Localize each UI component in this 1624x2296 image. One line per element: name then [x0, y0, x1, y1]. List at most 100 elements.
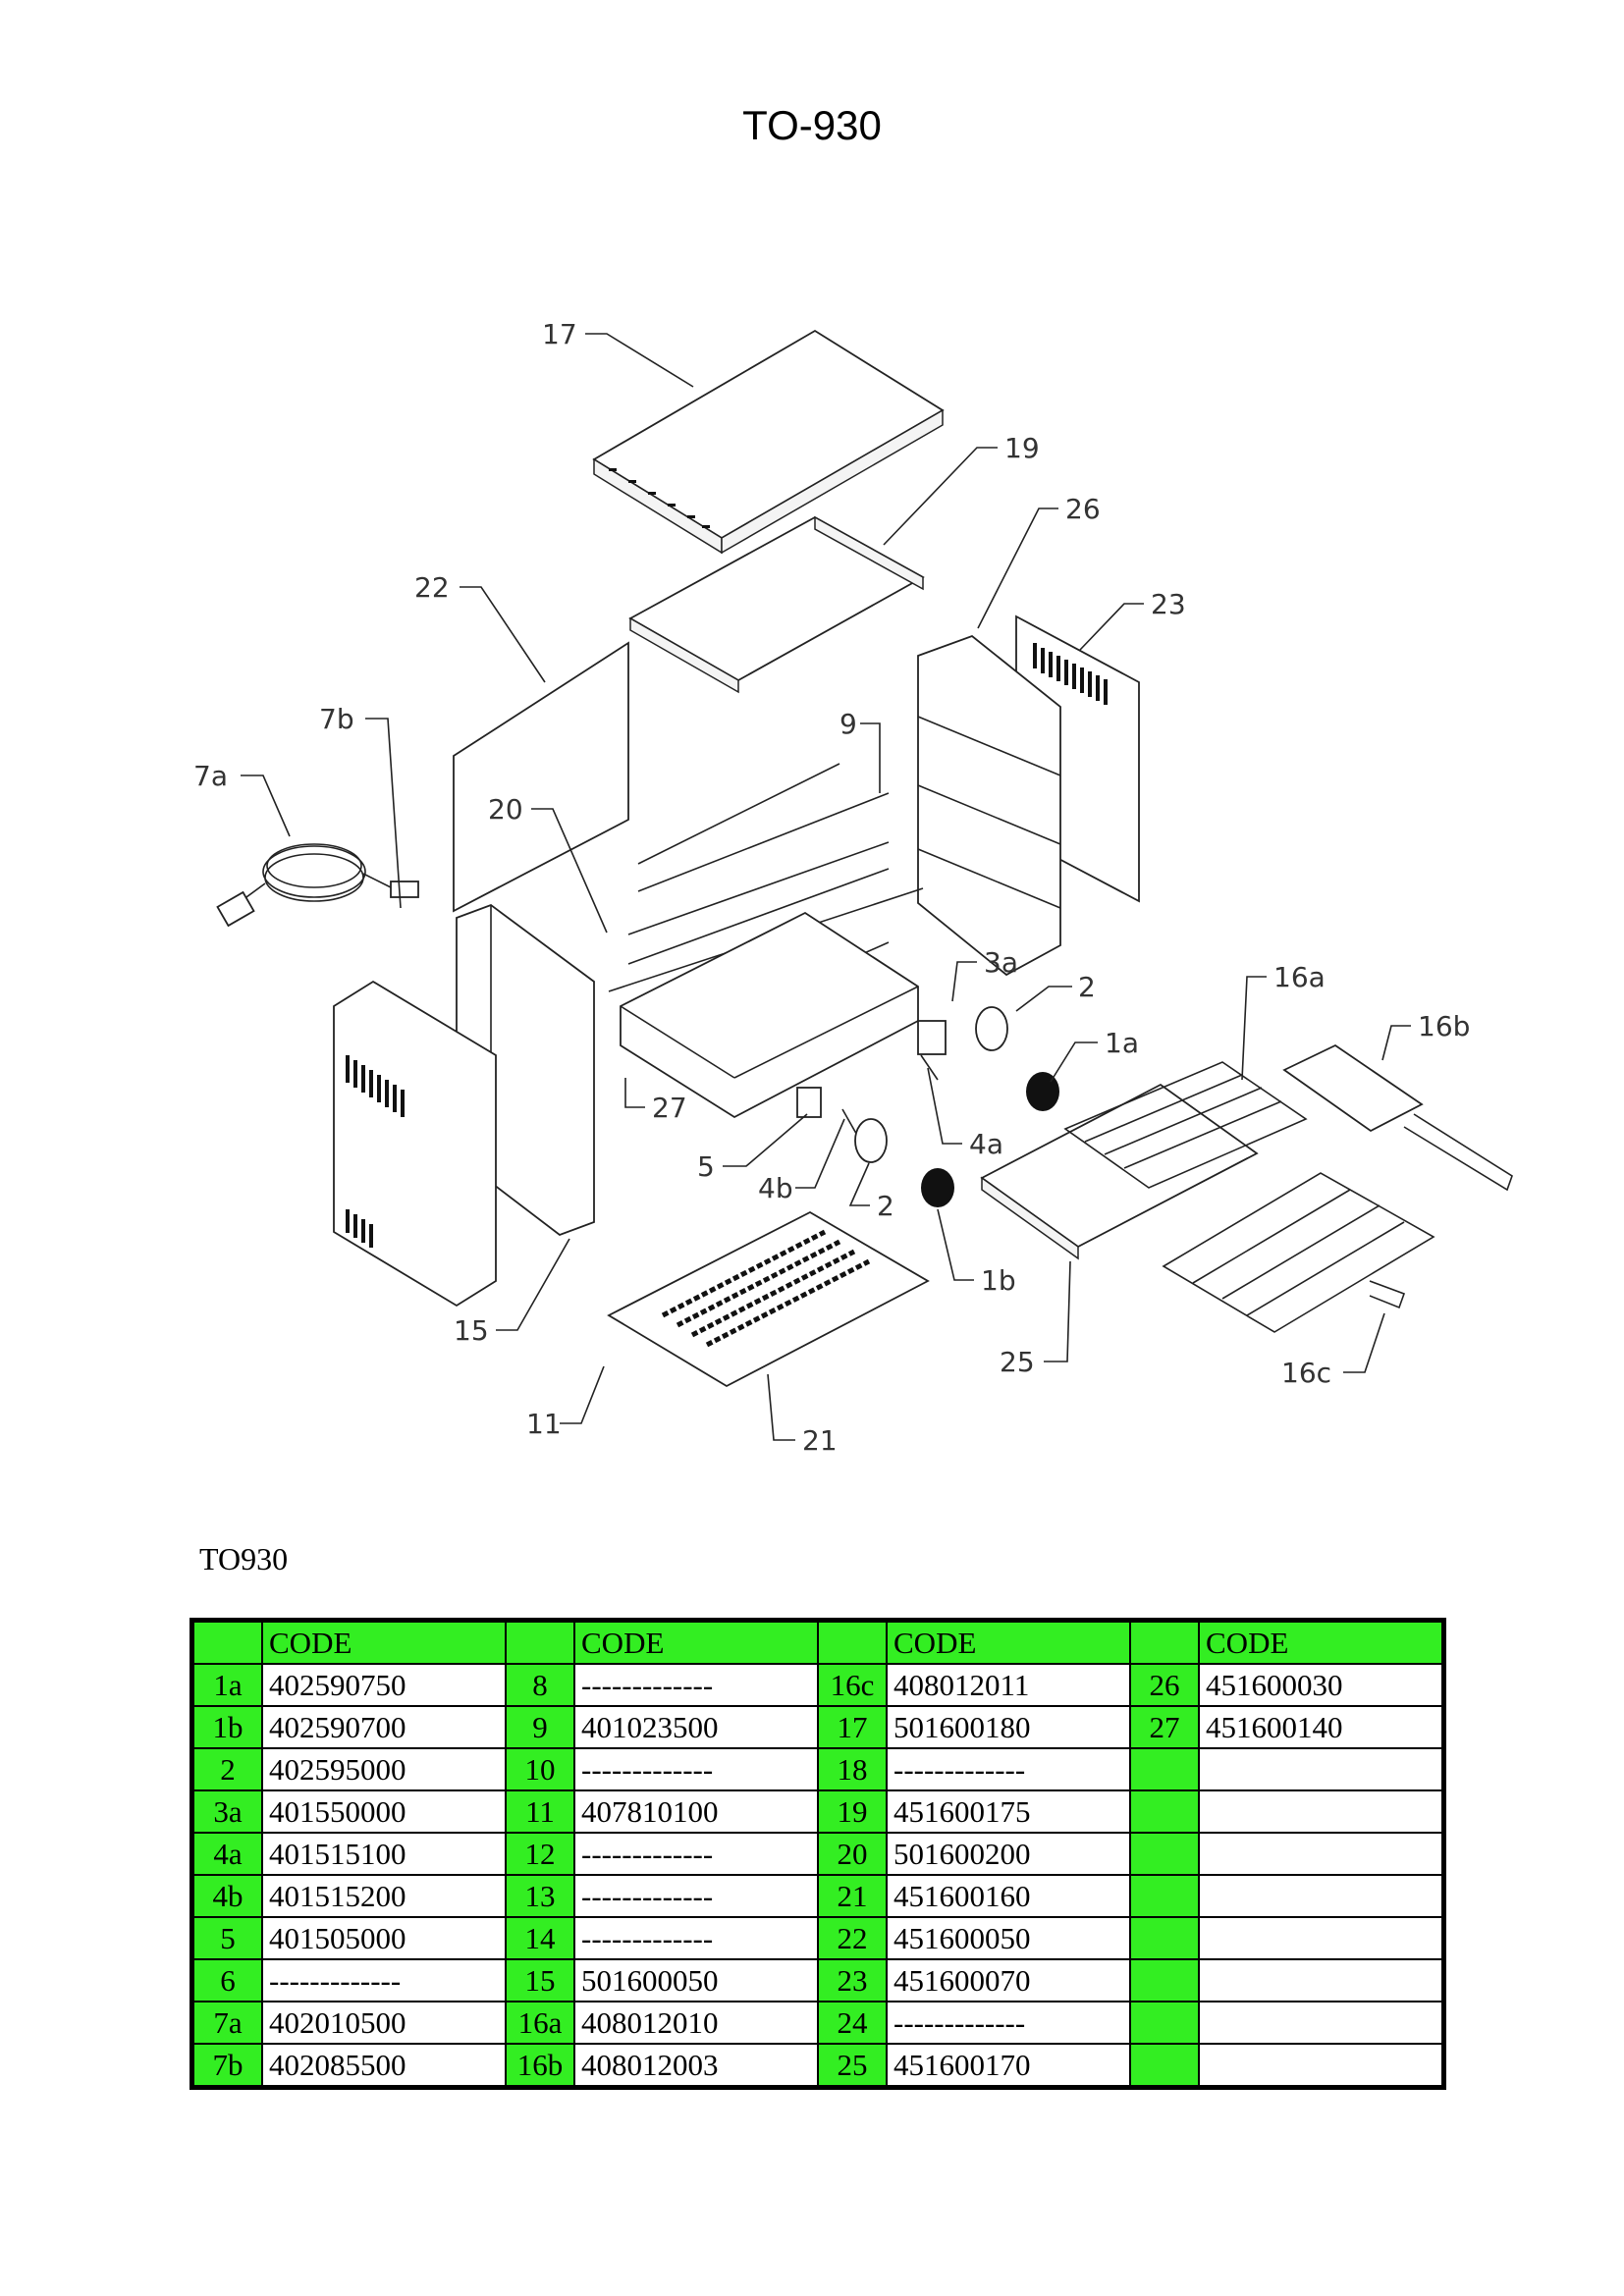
part-number-cell [1129, 1832, 1200, 1876]
part-code-cell: 408012011 [886, 1663, 1131, 1707]
part-code-cell: 408012010 [573, 2001, 819, 2045]
callout-3a: 3a [984, 946, 1018, 979]
part-number-cell: 17 [817, 1705, 888, 1749]
callout-2-lower: 2 [877, 1190, 894, 1222]
callout-22: 22 [414, 571, 450, 604]
part-code-cell [1198, 1789, 1445, 1834]
part-code-cell: 407810100 [573, 1789, 819, 1834]
part-code-cell [1198, 2001, 1445, 2045]
part-number-cell: 9 [505, 1705, 575, 1749]
part-left-side-panel [333, 980, 497, 1308]
part-number-cell: 11 [505, 1789, 575, 1834]
part-number-cell [1129, 1747, 1200, 1791]
part-number-cell: 24 [817, 2001, 888, 2045]
callout-27: 27 [652, 1092, 687, 1124]
part-number-cell [1129, 1916, 1200, 1960]
part-number-cell: 16b [505, 2043, 575, 2089]
part-code-cell: ------------- [573, 1916, 819, 1960]
header-num-cell [817, 1619, 888, 1665]
header-code-cell: CODE [261, 1619, 507, 1665]
part-grill-16c [1162, 1172, 1435, 1333]
part-code-cell: 501600200 [886, 1832, 1131, 1876]
part-number-cell: 12 [505, 1832, 575, 1876]
part-power-cord [216, 843, 419, 928]
part-number-cell: 4b [190, 1874, 263, 1918]
part-code-cell: 402010500 [261, 2001, 507, 2045]
callout-15: 15 [454, 1314, 489, 1347]
part-number-cell: 18 [817, 1747, 888, 1791]
part-code-cell: 451600050 [886, 1916, 1131, 1960]
part-code-cell: 401023500 [573, 1705, 819, 1749]
part-code-cell: 401505000 [261, 1916, 507, 1960]
callout-16c: 16c [1281, 1357, 1331, 1389]
part-code-cell: 402595000 [261, 1747, 507, 1791]
part-switch-parts [796, 1020, 947, 1140]
part-oven-tray [980, 1083, 1259, 1260]
part-top-cover [592, 329, 945, 555]
part-code-cell: ------------- [573, 1832, 819, 1876]
part-number-cell: 8 [505, 1663, 575, 1707]
part-code-cell: 451600160 [886, 1874, 1131, 1918]
callout-20: 20 [488, 793, 523, 826]
callout-1a: 1a [1105, 1027, 1139, 1059]
part-code-cell: 451600170 [886, 2043, 1131, 2089]
part-code-cell: ------------- [573, 1747, 819, 1791]
callout-9: 9 [839, 708, 857, 740]
part-number-cell: 14 [505, 1916, 575, 1960]
callout-26: 26 [1065, 493, 1101, 525]
part-bottom-plate [607, 1210, 930, 1388]
header-code-cell: CODE [573, 1619, 819, 1665]
callout-7a: 7a [193, 760, 228, 792]
callout-7b: 7b [319, 703, 354, 735]
part-element-frame [620, 911, 919, 1119]
part-code-cell: 451600030 [1198, 1663, 1445, 1707]
part-code-cell: 401515100 [261, 1832, 507, 1876]
callout-1b: 1b [981, 1264, 1016, 1297]
part-number-cell: 1b [190, 1705, 263, 1749]
callout-4b: 4b [758, 1172, 793, 1204]
part-code-cell: 401550000 [261, 1789, 507, 1834]
part-grill-16b [1282, 1043, 1513, 1192]
callout-23: 23 [1151, 588, 1186, 620]
part-number-cell: 7b [190, 2043, 263, 2089]
callout-labels: 17 19 26 23 22 9 7b 7a 20 3a 2 16a 16b 1… [193, 318, 1470, 1457]
callout-25: 25 [1000, 1346, 1035, 1378]
part-number-cell: 27 [1129, 1705, 1200, 1749]
exploded-view-diagram: 17 19 26 23 22 9 7b 7a 20 3a 2 16a 16b 1… [193, 318, 1513, 1457]
part-number-cell: 6 [190, 1958, 263, 2002]
callout-leader-lines [241, 333, 1411, 1441]
part-number-cell: 5 [190, 1916, 263, 1960]
part-code-cell: 408012003 [573, 2043, 819, 2089]
part-number-cell [1129, 2043, 1200, 2089]
part-number-cell: 13 [505, 1874, 575, 1918]
part-code-cell [1198, 1916, 1445, 1960]
part-number-cell: 21 [817, 1874, 888, 1918]
part-number-cell: 16a [505, 2001, 575, 2045]
part-number-cell [1129, 1958, 1200, 2002]
part-code-cell: 401515200 [261, 1874, 507, 1918]
part-code-cell: ------------- [573, 1874, 819, 1918]
part-number-cell: 20 [817, 1832, 888, 1876]
page-title: TO-930 [742, 102, 882, 148]
part-number-cell: 1a [190, 1663, 263, 1707]
callout-17: 17 [542, 318, 577, 350]
part-number-cell: 3a [190, 1789, 263, 1834]
part-code-cell: ------------- [886, 1747, 1131, 1791]
callout-19: 19 [1004, 432, 1040, 464]
callout-5: 5 [697, 1150, 715, 1183]
header-code-cell: CODE [1198, 1619, 1445, 1665]
table-caption: TO930 [199, 1541, 289, 1576]
part-number-cell: 22 [817, 1916, 888, 1960]
part-code-cell: 451600175 [886, 1789, 1131, 1834]
part-number-cell: 26 [1129, 1663, 1200, 1707]
part-code-cell [1198, 1874, 1445, 1918]
